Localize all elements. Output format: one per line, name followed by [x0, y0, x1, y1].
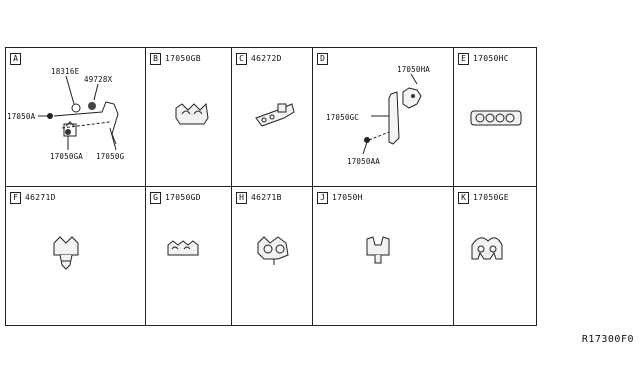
- cell-letter: A: [10, 53, 21, 65]
- part-number: 17050GD: [165, 193, 201, 202]
- callout-18316e: 18316E: [51, 67, 80, 76]
- callout-17050gc: 17050GC: [326, 113, 360, 122]
- part-number: 46271D: [25, 193, 56, 202]
- clip-drawing: [257, 236, 289, 265]
- parts-grid: A 18316E 49728X 17050A 17050GA 17050G: [5, 47, 537, 326]
- cell-letter: H: [236, 192, 247, 204]
- cell-letter: G: [150, 192, 161, 204]
- cell-b[interactable]: B 17050GB: [146, 48, 232, 187]
- clip-drawing: [167, 240, 199, 256]
- cell-c[interactable]: C 46272D: [232, 48, 313, 187]
- callout-17050a: 17050A: [7, 112, 36, 121]
- clip-drawing: [366, 236, 390, 264]
- cell-f[interactable]: F 46271D: [6, 187, 146, 326]
- bracket-assembly-drawing: [38, 75, 119, 151]
- part-number: 17050GB: [165, 54, 201, 63]
- clip-drawing: [255, 103, 295, 127]
- part-number: 46271B: [251, 193, 282, 202]
- cell-letter: C: [236, 53, 247, 65]
- clip-drawing: [53, 236, 79, 270]
- bracket-assembly-drawing: [362, 73, 422, 155]
- cell-letter: B: [150, 53, 161, 65]
- cell-d[interactable]: D 17050HA 17050GC 17050AA: [313, 48, 454, 187]
- cell-j[interactable]: J 17050H: [313, 187, 454, 326]
- callout-17050ha: 17050HA: [397, 65, 431, 74]
- callout-17050ga: 17050GA: [50, 152, 84, 161]
- part-number: 17050GE: [473, 193, 509, 202]
- callout-17050g: 17050G: [96, 152, 125, 161]
- cell-g[interactable]: G 17050GD: [146, 187, 232, 326]
- reference-code: R17300F0: [581, 334, 634, 345]
- cell-letter: E: [458, 53, 469, 65]
- callout-49728x: 49728X: [84, 75, 113, 84]
- cell-letter: F: [10, 192, 21, 204]
- cell-k[interactable]: K 17050GE: [454, 187, 537, 326]
- cell-e[interactable]: E 17050HC: [454, 48, 537, 187]
- part-number: 17050HC: [473, 54, 509, 63]
- part-number: 46272D: [251, 54, 282, 63]
- cell-letter: D: [317, 53, 328, 65]
- cell-letter: J: [317, 192, 328, 204]
- clip-drawing: [175, 102, 209, 125]
- cell-h[interactable]: H 46271B: [232, 187, 313, 326]
- clip-drawing: [471, 237, 503, 260]
- clip-drawing: [470, 110, 522, 126]
- cell-letter: K: [458, 192, 469, 204]
- part-number: 17050H: [332, 193, 363, 202]
- cell-a[interactable]: A 18316E 49728X 17050A 17050GA 17050G: [6, 48, 146, 187]
- callout-17050aa: 17050AA: [347, 157, 381, 166]
